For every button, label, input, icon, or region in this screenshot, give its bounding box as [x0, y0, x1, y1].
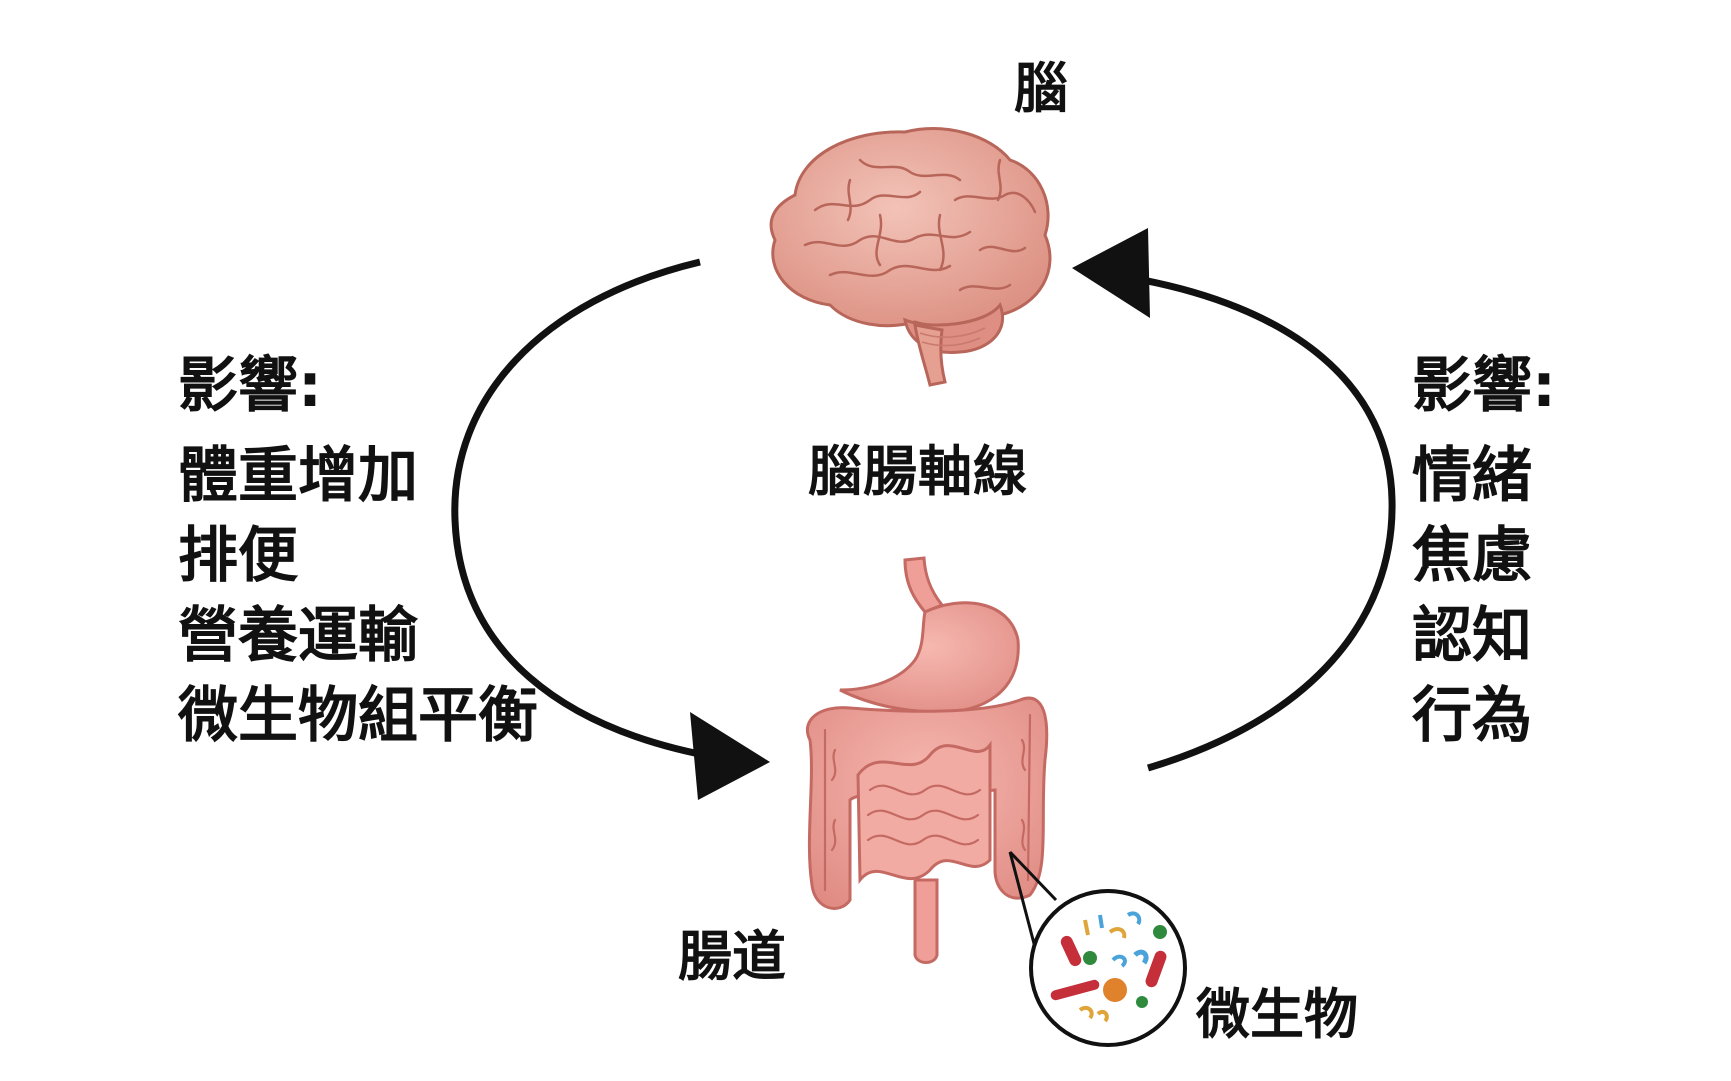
effects-heading: 影響:: [178, 351, 322, 421]
intestine-icon: [806, 556, 1049, 964]
bacteria-magnifier-icon: [1029, 889, 1187, 1047]
brain-icon: [769, 127, 1052, 387]
brain-label: 腦: [1014, 57, 1068, 120]
axis-title: 腦腸軸線: [808, 440, 1028, 503]
effect-item: 焦慮: [1412, 521, 1532, 591]
brain-to-gut-effects: 影響: 體重增加 排便 營養運輸 微生物組平衡: [178, 356, 538, 756]
effect-item: 營養運輸: [178, 601, 418, 671]
effect-item: 認知: [1412, 601, 1532, 671]
effect-item: 行為: [1412, 681, 1532, 751]
effects-heading: 影響:: [1412, 351, 1556, 421]
effect-item: 體重增加: [178, 441, 418, 511]
gut-label: 腸道: [678, 925, 786, 988]
gut-to-brain-effects: 影響: 情緒 焦慮 認知 行為: [1412, 356, 1556, 756]
microbes-label: 微生物: [1196, 983, 1358, 1046]
magnifier-pointer: [1008, 850, 1058, 956]
brain-to-gut-arrow: [451, 258, 770, 800]
effect-item: 微生物組平衡: [178, 681, 538, 751]
effect-item: 排便: [178, 521, 298, 591]
gut-to-brain-arrow: [1072, 228, 1396, 772]
effect-item: 情緒: [1412, 441, 1532, 511]
